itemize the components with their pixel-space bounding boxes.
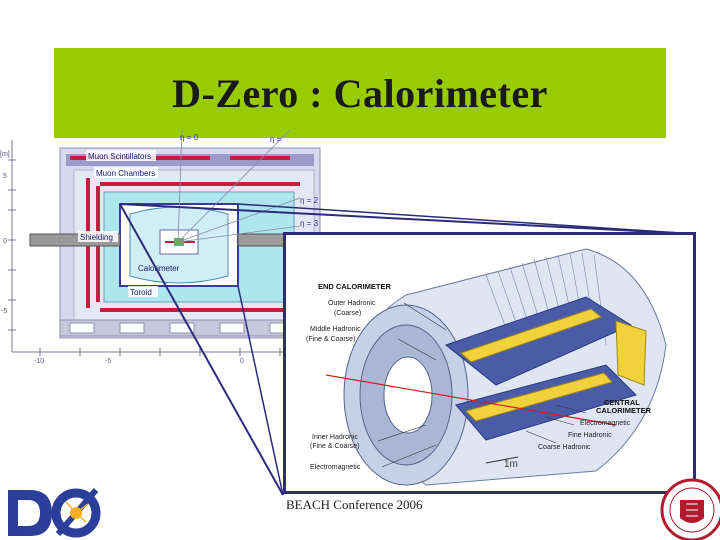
calorimeter-cutaway-drawing: 1m END CALORIMETER Outer Hadronic (Coars… [306,248,667,486]
y-tick: 5 [3,173,7,180]
eta-label: η = 3 [300,219,319,228]
label-calorimeter: Calorimeter [138,264,180,273]
label-muon-chambers: Muon Chambers [96,169,155,178]
axis-unit: [m] [0,151,10,158]
title-bar: D-Zero : Calorimeter [54,48,666,138]
label-electromagnetic-left: Electromagnetic [310,464,361,471]
university-seal [660,478,720,540]
footer-conference: BEACH Conference 2006 [286,497,423,512]
label-central-calorimeter-2: CALORIMETER [596,406,652,415]
calorimeter-cutaway-inset: 1m END CALORIMETER Outer Hadronic (Coars… [283,232,696,494]
slide-title: D-Zero : Calorimeter [172,70,548,116]
d0-logo [8,488,101,538]
label-middle-hadronic-sub: (Fine & Coarse) [306,336,355,343]
label-inner-hadronic: Inner Hadronic [312,434,358,441]
y-tick: 0 [3,238,7,245]
x-tick: 0 [240,358,244,365]
eta-label: η = [270,135,282,144]
x-tick: -5 [105,358,111,365]
label-outer-hadronic: Outer Hadronic [328,300,376,307]
label-central-calorimeter: CENTRAL [604,398,640,407]
label-toroid: Toroid [130,288,152,297]
label-middle-hadronic: Middle Hadronic [310,326,361,333]
label-electromagnetic-right: Electromagnetic [580,420,631,427]
label-muon-scintillators: Muon Scintillators [88,152,151,161]
label-outer-hadronic-sub: (Coarse) [334,310,361,317]
label-inner-hadronic-sub: (Fine & Coarse) [310,443,359,450]
eta-label: η = 0 [180,133,199,142]
detector-cross-section: [m] 5 0 -5 -10 -5 0 η = 0 η = η = 2 η = … [0,130,321,365]
eta-label: η = 2 [300,196,319,205]
scale-label: 1m [504,459,518,470]
y-tick: -5 [1,308,7,315]
x-tick: -10 [34,358,44,365]
label-shielding: Shielding [80,233,113,242]
label-fine-hadronic: Fine Hadronic [568,432,612,439]
label-end-calorimeter: END CALORIMETER [318,282,392,291]
label-coarse-hadronic: Coarse Hadronic [538,444,591,451]
